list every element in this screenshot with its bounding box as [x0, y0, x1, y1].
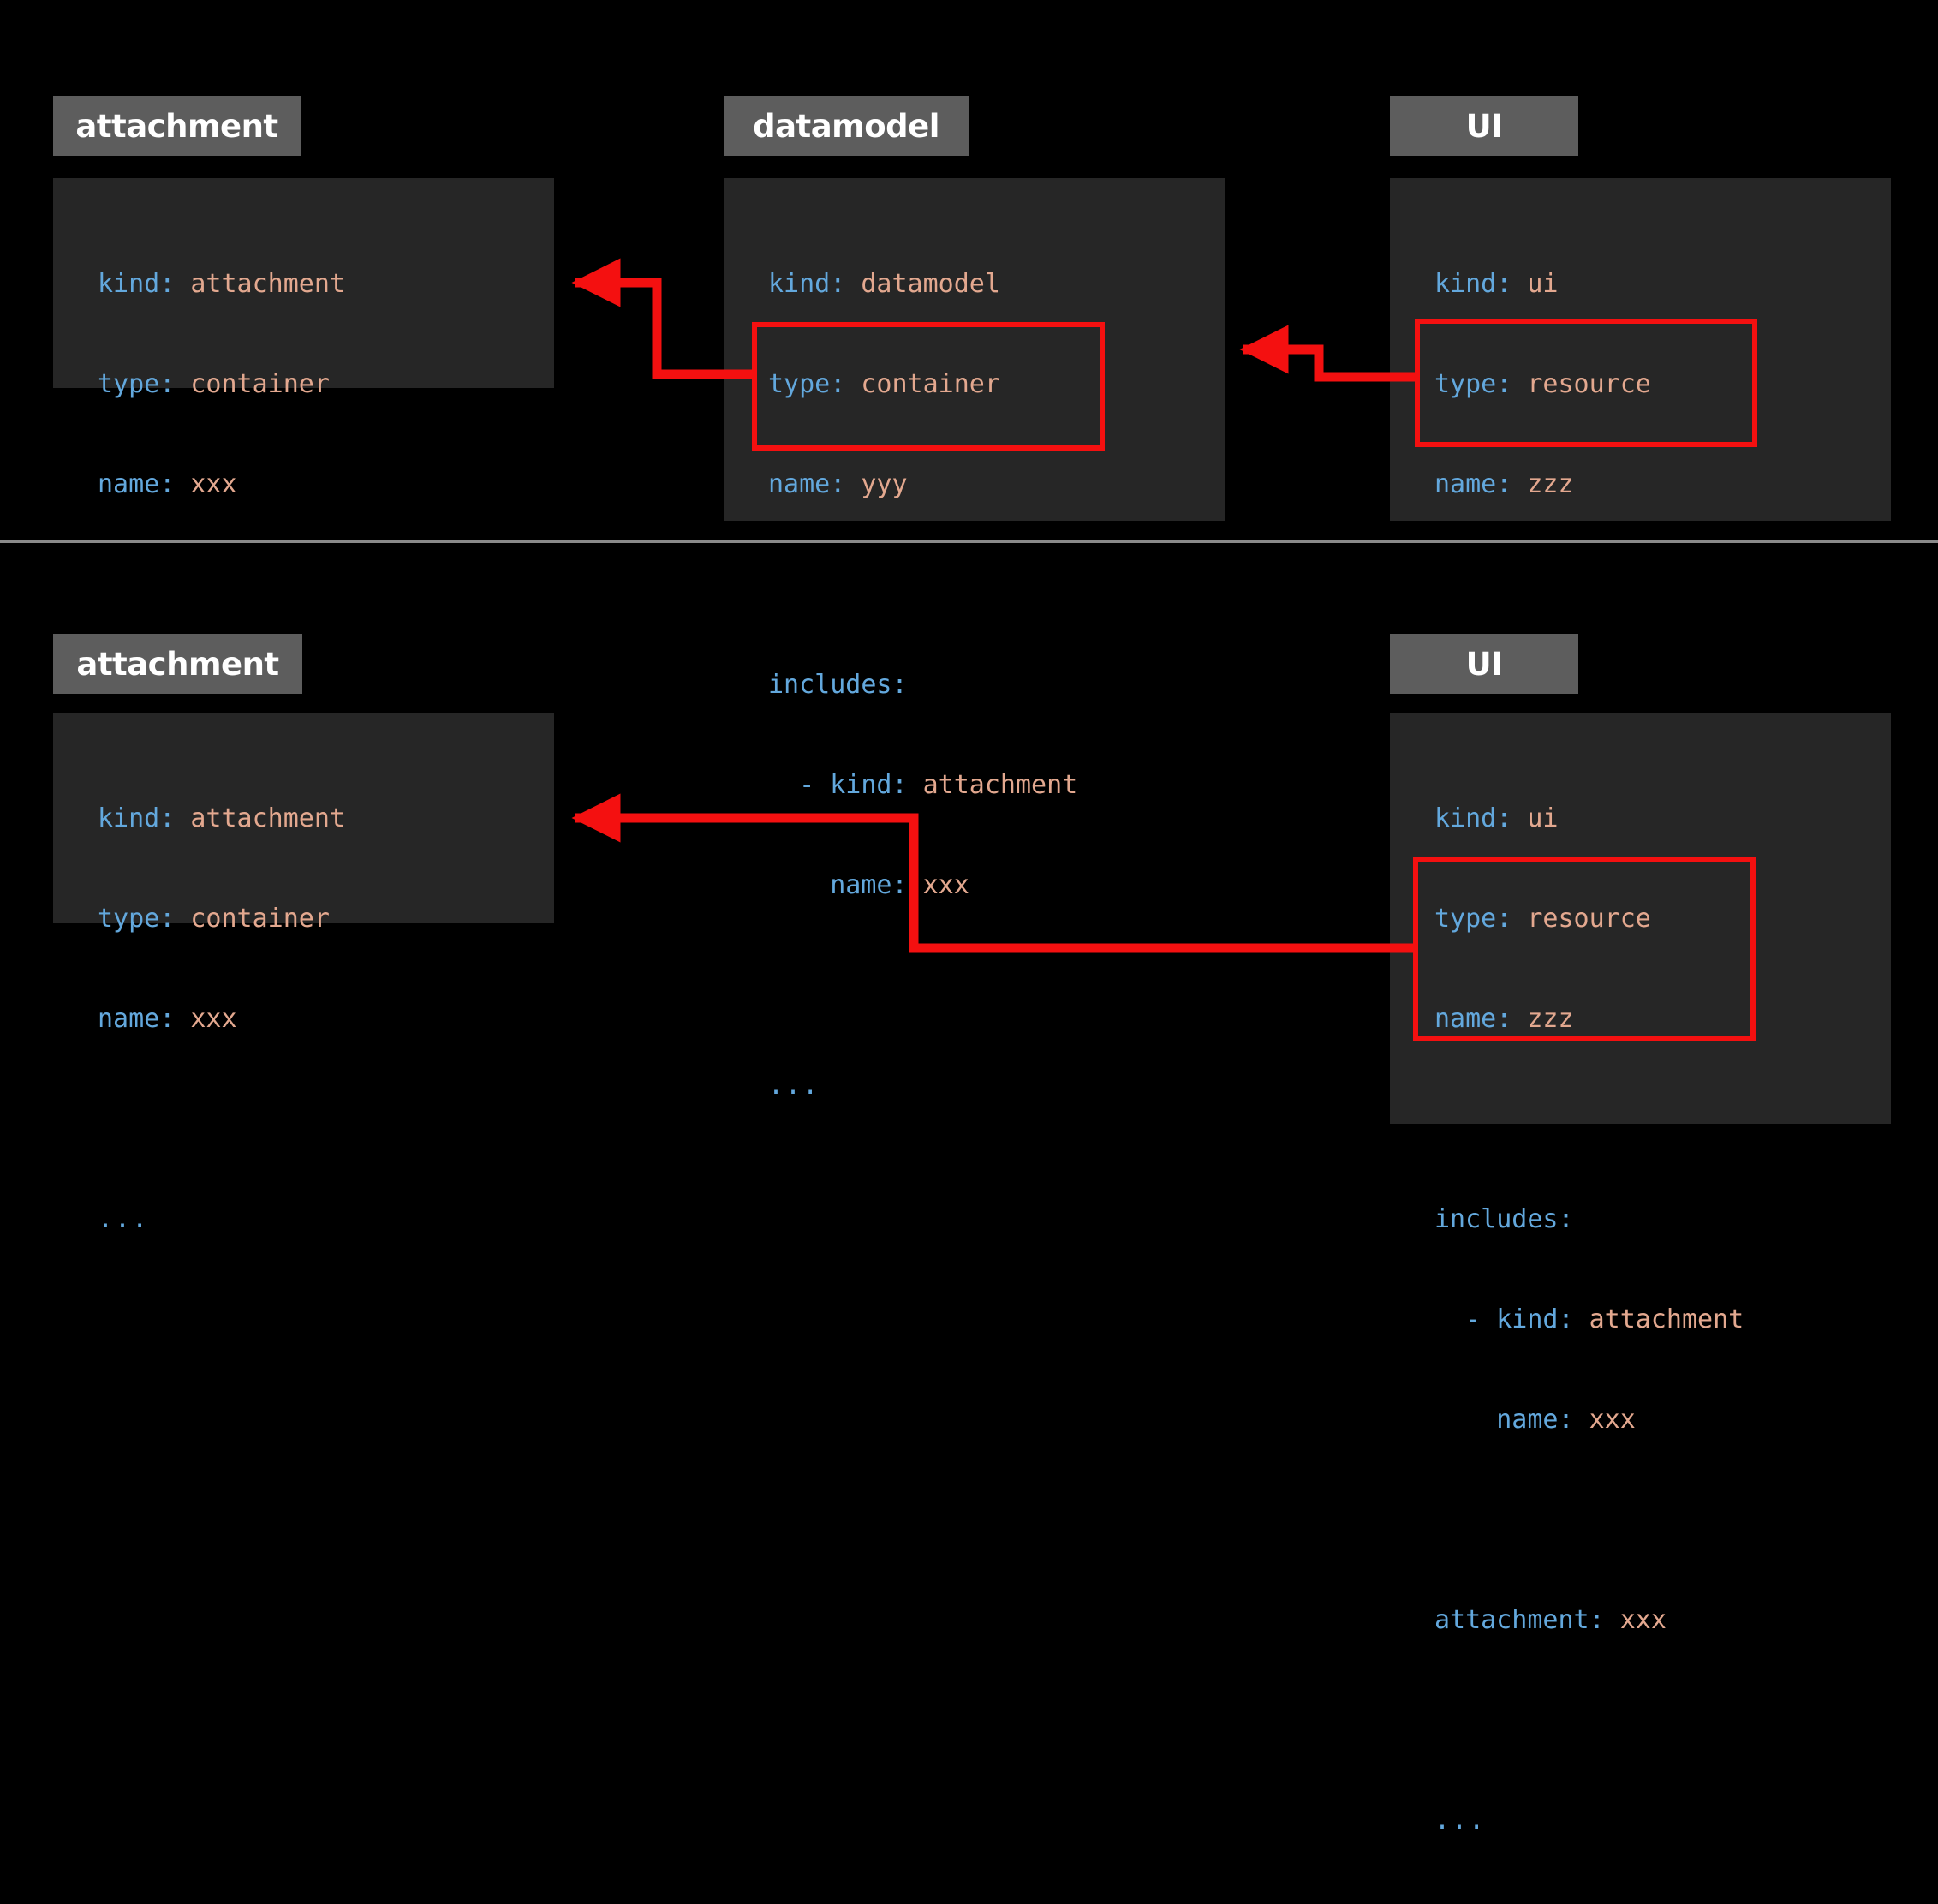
code-value: container [175, 369, 330, 399]
code-value: attachment [907, 770, 1078, 800]
code-key: kind: [768, 269, 846, 299]
block-header-ui-bottom: UI [1390, 634, 1578, 694]
code-blank-line [1434, 568, 1728, 601]
code-value: xxx [175, 1004, 237, 1034]
block-header-attachment-bottom: attachment [53, 634, 302, 694]
code-key: name: [768, 870, 908, 900]
code-key: includes: [768, 670, 908, 700]
code-body-attachment-bottom: kind: attachment type: container name: x… [98, 735, 345, 1303]
code-blank-line [98, 1102, 345, 1136]
block-header-ui-top: UI [1390, 96, 1578, 156]
code-key: type: [1434, 369, 1512, 399]
code-value: xxx [1573, 1405, 1636, 1435]
code-key: kind: [1434, 803, 1512, 833]
code-key: - kind: [1434, 1304, 1574, 1334]
code-value: zzz [1512, 469, 1574, 499]
code-blank-line [768, 969, 1077, 1002]
code-key: name: [98, 1004, 176, 1034]
block-header-attachment-top: attachment [53, 96, 301, 156]
code-key: type: [768, 369, 846, 399]
code-value: container [845, 369, 1000, 399]
code-card-datamodel-top: kind: datamodel type: container name: yy… [724, 178, 1225, 1101]
code-value: ui [1512, 269, 1559, 299]
code-key: kind: [98, 269, 176, 299]
code-blank-line [1434, 1503, 1744, 1537]
code-key: name: [1434, 469, 1512, 499]
code-value: xxx [175, 469, 237, 499]
code-value: attachment [1573, 1304, 1744, 1334]
code-key: includes: [1434, 1204, 1574, 1234]
code-ellipsis: ... [768, 1071, 820, 1101]
code-key: name: [1434, 1004, 1512, 1034]
code-value: resource [1512, 904, 1651, 934]
section-divider [0, 540, 1938, 543]
block-header-datamodel-top: datamodel [724, 96, 969, 156]
code-value: ui [1512, 803, 1559, 833]
code-blank-line [768, 568, 1077, 601]
arrow-ui-to-datamodel [1239, 325, 1415, 382]
code-key: type: [98, 904, 176, 934]
code-key: name: [1434, 1405, 1574, 1435]
code-key: attachment: [1434, 1605, 1605, 1635]
code-ellipsis: ... [98, 1204, 150, 1234]
code-ellipsis: ... [1434, 1806, 1487, 1835]
code-value: datamodel [845, 269, 1000, 299]
code-blank-line [1434, 1704, 1744, 1737]
code-value: yyy [845, 469, 908, 499]
code-value: xxx [907, 870, 969, 900]
code-card-ui-top: kind: ui type: resource name: zzz includ… [1390, 178, 1891, 1101]
code-blank-line [98, 568, 345, 601]
code-key: type: [1434, 904, 1512, 934]
code-key: kind: [98, 803, 176, 833]
code-blank-line [1434, 1102, 1744, 1136]
code-value: xxx [1604, 1605, 1667, 1635]
code-card-ui-bottom: kind: ui type: resource name: zzz includ… [1390, 713, 1891, 1835]
code-key: kind: [1434, 269, 1512, 299]
code-value: container [175, 904, 330, 934]
code-value: resource [1512, 369, 1651, 399]
code-body-attachment-top: kind: attachment type: container name: x… [98, 200, 345, 768]
code-key: type: [98, 369, 176, 399]
code-value: zzz [1512, 1004, 1574, 1034]
code-body-datamodel-top: kind: datamodel type: container name: yy… [768, 200, 1077, 1169]
code-key: - kind: [768, 770, 908, 800]
code-value: attachment [175, 803, 345, 833]
code-body-ui-bottom: kind: ui type: resource name: zzz includ… [1434, 735, 1744, 1904]
diagram-canvas: attachment kind: attachment type: contai… [0, 96, 1938, 1835]
code-card-attachment-top: kind: attachment type: container name: x… [53, 178, 554, 700]
code-card-attachment-bottom: kind: attachment type: container name: x… [53, 713, 554, 1234]
code-key: name: [768, 469, 846, 499]
code-key: name: [98, 469, 176, 499]
code-value: attachment [175, 269, 345, 299]
